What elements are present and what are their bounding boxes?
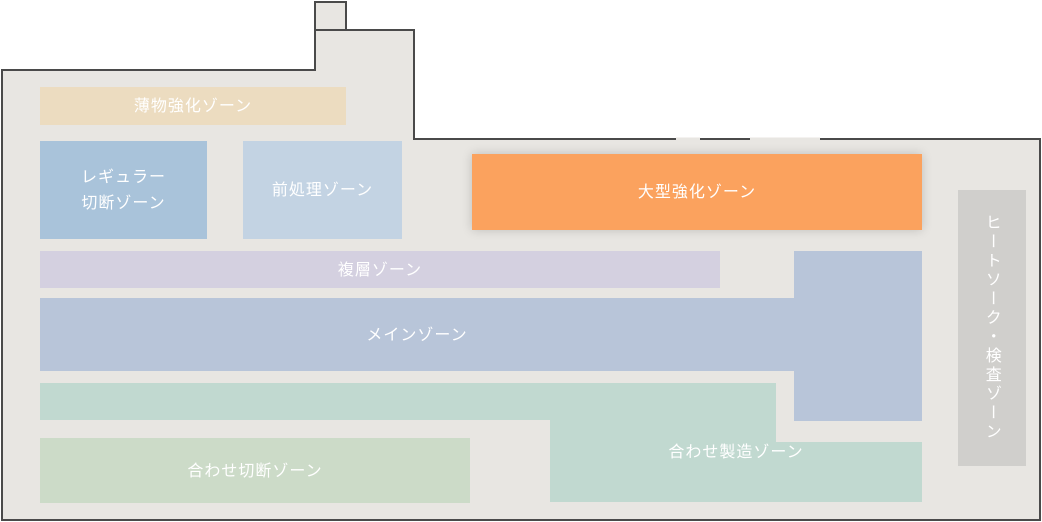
zone-label: 合わせ切断ゾーン	[187, 460, 323, 480]
zone-label: 合わせ製造ゾーン	[668, 442, 804, 462]
thin-strengthening-zone[interactable]: 薄物強化ゾーン	[40, 87, 346, 125]
zone-label: 薄物強化ゾーン	[133, 96, 253, 116]
main-zone[interactable]: メインゾーン	[40, 298, 794, 371]
regular-cutting-zone[interactable]: レギュラー 切断ゾーン	[40, 141, 207, 239]
zone-label: 複層ゾーン	[337, 259, 423, 279]
zone-label: 前処理ゾーン	[271, 180, 374, 200]
zone-label: ヒートソーク・検査ゾーン	[982, 214, 1002, 442]
combine-cutting-zone[interactable]: 合わせ切断ゾーン	[40, 438, 470, 503]
zone-label: レギュラー 切断ゾーン	[80, 167, 166, 212]
combine-make-zone-shape	[40, 383, 922, 502]
main-zone-shape	[40, 251, 922, 421]
lamination-zone[interactable]: 複層ゾーン	[40, 251, 720, 288]
heat-soak-inspection-zone[interactable]: ヒートソーク・検査ゾーン	[958, 190, 1026, 466]
zone-label: 大型強化ゾーン	[637, 182, 757, 202]
large-strengthening-zone[interactable]: 大型強化ゾーン	[472, 154, 922, 230]
zone-label: メインゾーン	[366, 324, 468, 344]
combine-manufacturing-zone[interactable]: 合わせ製造ゾーン	[550, 420, 922, 484]
pretreatment-zone[interactable]: 前処理ゾーン	[243, 141, 402, 239]
